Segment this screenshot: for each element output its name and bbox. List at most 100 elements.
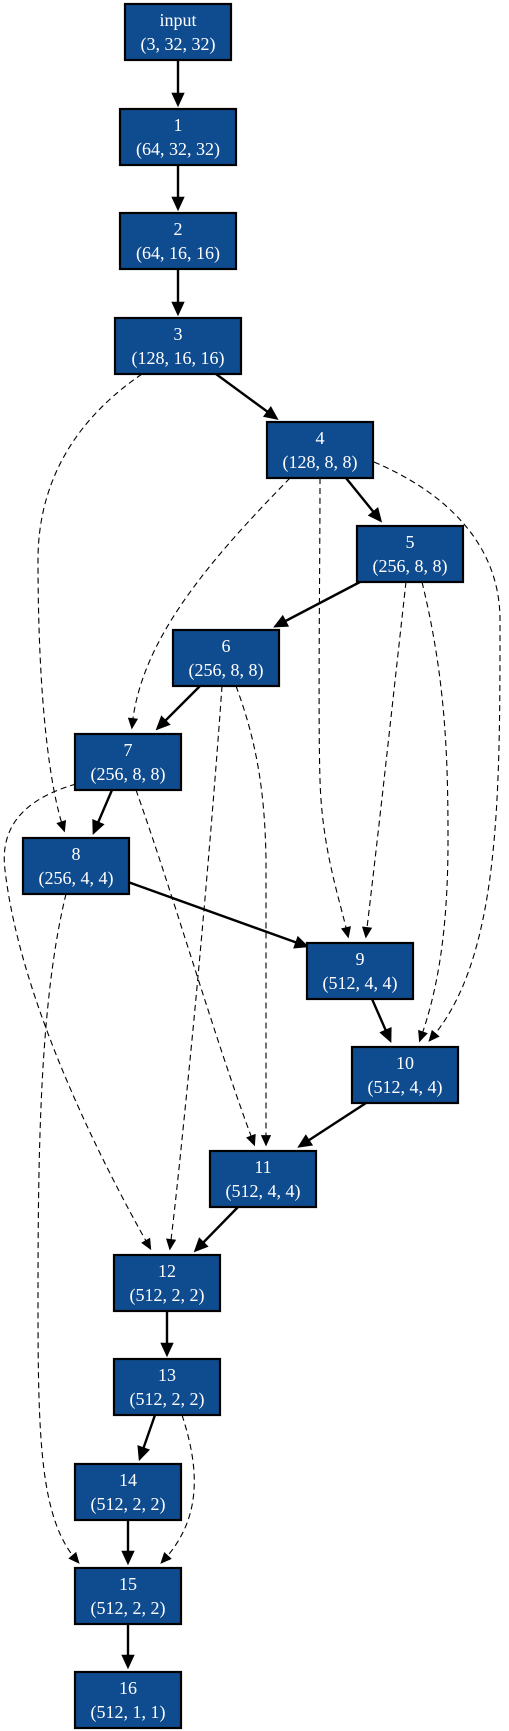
node-label: 15 [119, 1574, 137, 1594]
arrowhead [428, 1029, 440, 1042]
arrowhead [92, 819, 105, 836]
node-5: 5 (256, 8, 8) [355, 524, 465, 584]
edge-7-to-12 [3, 783, 152, 1251]
node-label: 3 [174, 324, 183, 344]
node-box [208, 1149, 318, 1209]
node-box [112, 1357, 222, 1417]
edge-line [373, 461, 501, 1041]
arrowhead [418, 1029, 428, 1043]
edge-6-to-12 [166, 685, 223, 1251]
node-box [73, 1566, 183, 1626]
node-6: 6 (256, 8, 8) [171, 628, 281, 688]
arrowhead [56, 819, 67, 833]
edge-12-to-13 [160, 1311, 174, 1358]
node-shape-label: (512, 2, 2) [130, 1389, 205, 1410]
node-shape-label: (64, 32, 32) [136, 139, 220, 160]
node-shape-label: (256, 8, 8) [91, 764, 166, 785]
edge-4-to-9 [318, 477, 351, 939]
edge-line [275, 580, 361, 628]
node-9: 9 (512, 4, 4) [305, 941, 415, 1001]
arrowhead [293, 935, 310, 949]
node-14: 14 (512, 2, 2) [73, 1462, 183, 1522]
arrowhead [171, 92, 185, 108]
node-shape-label: (128, 8, 8) [283, 452, 358, 473]
edge-11-to-12 [193, 1206, 239, 1253]
node-1: 1(64, 32, 32) [118, 107, 238, 167]
node-label: 2 [174, 219, 183, 239]
node-11: 11(512, 4, 4) [208, 1149, 318, 1209]
edge-4-to-7 [127, 477, 291, 730]
node-16: 16 (512, 1, 1) [73, 1670, 183, 1730]
node-box [118, 211, 238, 271]
edge-6-to-11 [235, 685, 272, 1147]
node-label: 5 [406, 532, 415, 552]
edge-4-to-5 [345, 477, 383, 523]
node-shape-label: (512, 1, 1) [91, 1702, 166, 1723]
node-label: 8 [72, 844, 81, 864]
edge-8-to-15 [37, 893, 80, 1564]
arrowhead [155, 715, 171, 731]
node-label: 9 [356, 949, 365, 969]
node-shape-label: (512, 2, 2) [91, 1598, 166, 1619]
node-label: 7 [124, 740, 133, 760]
node-shape-label: (64, 16, 16) [136, 243, 220, 264]
edge-line [37, 373, 143, 831]
arrowhead [246, 1133, 256, 1147]
node-box [21, 836, 131, 896]
node-4: 4(128, 8, 8) [265, 420, 375, 480]
node-3: 3 (128, 16, 16) [113, 316, 243, 376]
node-label: 6 [222, 636, 231, 656]
edge-line [235, 685, 267, 1144]
node-label: 16 [119, 1678, 137, 1698]
node-label: 14 [119, 1470, 137, 1490]
edge-5-to-10 [418, 581, 449, 1043]
edge-line [215, 373, 277, 419]
edge-line [419, 581, 449, 1041]
node-shape-label: (256, 8, 8) [189, 660, 264, 681]
node-8: 8 (256, 4, 4) [21, 836, 131, 896]
node-box [118, 107, 238, 167]
node-box [171, 628, 281, 688]
edge-15-to-16 [121, 1624, 135, 1670]
arrowhead [68, 1551, 80, 1564]
nodes-layer: input (3, 32, 32) 1(64, 32, 32) 2 (64, 16, 1… [21, 2, 465, 1730]
node-shape-label: (3, 32, 32) [141, 34, 216, 55]
arrowhead [297, 1134, 314, 1148]
arrowhead [367, 507, 383, 523]
node-12: 12(512, 2, 2) [112, 1253, 222, 1313]
node-shape-label: (128, 16, 16) [132, 348, 225, 369]
node-10: 10(512, 4, 4) [350, 1045, 460, 1105]
edge-14-to-15 [121, 1520, 135, 1566]
node-label: input [159, 10, 196, 30]
node-13: 13 (512, 2, 2) [112, 1357, 222, 1417]
node-box [73, 1462, 183, 1522]
edge-13-to-14 [137, 1414, 157, 1462]
node-shape-label: (512, 2, 2) [91, 1494, 166, 1515]
edge-1-to-2 [171, 165, 185, 212]
arrowhead [137, 1445, 151, 1462]
arrowhead [121, 1654, 135, 1670]
node-box [355, 524, 465, 584]
node-box [112, 1253, 222, 1313]
node-shape-label: (256, 8, 8) [373, 556, 448, 577]
arrowhead [193, 1237, 209, 1253]
node-box [305, 941, 415, 1001]
arrowhead [341, 926, 351, 939]
edge-line [318, 477, 349, 937]
arrowhead [121, 1550, 135, 1566]
node-label: 13 [158, 1365, 176, 1385]
edge-4-to-10 [373, 461, 501, 1042]
node-label: 12 [158, 1261, 176, 1281]
edge-10-to-11 [297, 1101, 367, 1148]
node-2: 2 (64, 16, 16) [118, 211, 238, 271]
edge-6-to-7 [155, 685, 201, 731]
arrowhead [379, 1027, 392, 1044]
edge-8-to-9 [127, 880, 310, 949]
node-shape-label: (512, 4, 4) [323, 973, 398, 994]
edge-5-to-9 [361, 581, 407, 939]
node-shape-label: (256, 4, 4) [39, 868, 114, 889]
edge-input-to-1 [171, 60, 185, 108]
node-box [113, 316, 243, 376]
edge-line [3, 783, 151, 1249]
